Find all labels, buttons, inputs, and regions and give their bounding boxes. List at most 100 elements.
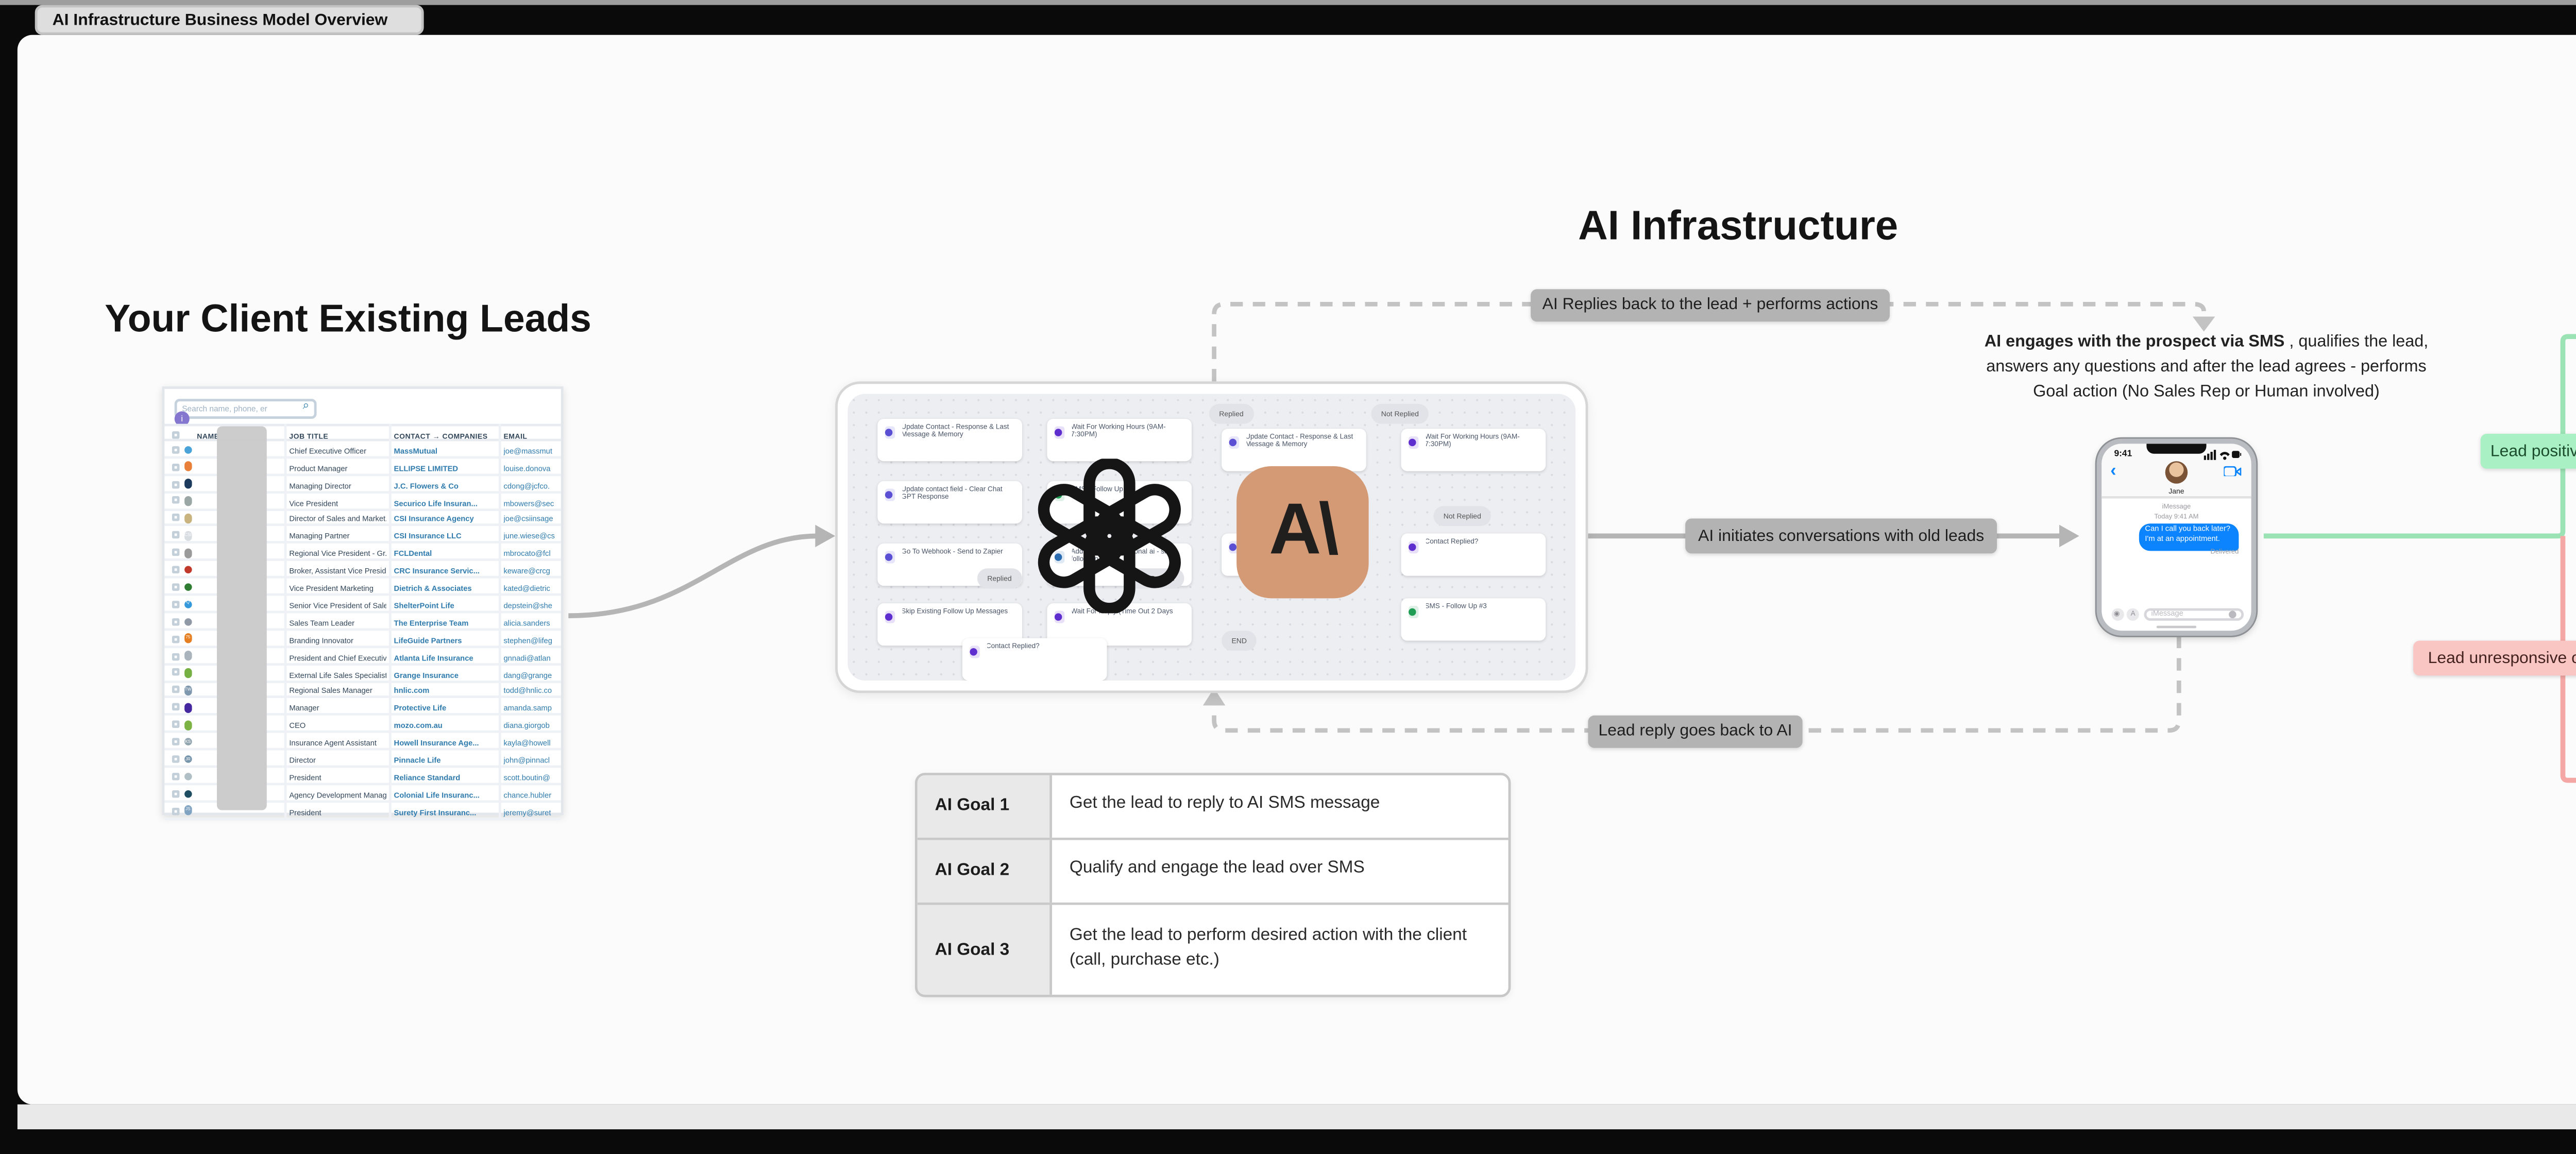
email-cell[interactable]: scott.boutin@ (503, 773, 550, 783)
email-cell[interactable]: cdong@jcfco. (503, 480, 550, 490)
company-cell[interactable]: hnlic.com (394, 687, 430, 697)
crm-row[interactable]: Agency Development Manag...Colonial Life… (164, 785, 561, 803)
email-cell[interactable]: amanda.samp (503, 704, 552, 714)
row-checkbox[interactable] (171, 652, 179, 660)
crm-row[interactable]: Broker, Assistant Vice Presid...CRC Insu… (164, 562, 561, 579)
back-chevron-icon[interactable]: ‹ (2110, 464, 2116, 481)
email-cell[interactable]: joe@csiinsage (503, 515, 553, 525)
email-cell[interactable]: gnnadi@atlan (503, 652, 551, 663)
company-cell[interactable]: Dietrich & Associates (394, 583, 472, 594)
search-icon[interactable]: ⌕ (302, 400, 310, 413)
email-cell[interactable]: mbowers@sec (503, 497, 554, 508)
email-cell[interactable]: mbrocato@fcl (503, 549, 551, 559)
row-checkbox[interactable] (171, 755, 179, 763)
row-checkbox[interactable] (171, 686, 179, 694)
email-cell[interactable]: june.wiese@cs (503, 532, 555, 542)
company-cell[interactable]: Colonial Life Insuranc... (394, 790, 480, 800)
row-checkbox[interactable] (171, 807, 179, 814)
row-checkbox[interactable] (171, 738, 179, 746)
label-lead-unresponsive[interactable]: Lead unresponsive or not interested (2413, 640, 2576, 676)
email-cell[interactable]: alicia.sanders (503, 618, 550, 628)
row-checkbox[interactable] (171, 514, 179, 522)
company-cell[interactable]: CSI Insurance LLC (394, 532, 462, 542)
row-checkbox[interactable] (171, 704, 179, 711)
email-cell[interactable]: dang@grange (503, 669, 552, 680)
company-cell[interactable]: Atlanta Life Insurance (394, 652, 473, 663)
row-checkbox[interactable] (171, 618, 179, 625)
company-cell[interactable]: Reliance Standard (394, 773, 461, 783)
row-checkbox[interactable] (171, 480, 179, 488)
company-cell[interactable]: Securico Life Insuran... (394, 497, 478, 508)
email-cell[interactable]: john@pinnacl (503, 755, 550, 766)
email-cell[interactable]: kayla@howell (503, 738, 551, 749)
video-call-icon[interactable] (2224, 466, 2242, 478)
appstore-icon[interactable]: A (2126, 607, 2140, 620)
company-cell[interactable]: ShelterPoint Life (394, 601, 454, 611)
email-cell[interactable]: stephen@lifeg (503, 635, 552, 646)
email-cell[interactable]: todd@hnlic.co (503, 687, 552, 697)
select-all-checkbox[interactable] (171, 431, 179, 438)
company-cell[interactable]: LifeGuide Partners (394, 635, 462, 646)
label-lead-positive[interactable]: Lead positive replies (2480, 433, 2576, 469)
email-cell[interactable]: chance.hubler (503, 790, 552, 800)
col-name[interactable]: NAME (197, 431, 219, 441)
company-cell[interactable]: Pinnacle Life (394, 755, 441, 766)
row-checkbox[interactable] (171, 669, 179, 677)
contact-name[interactable]: Jane (2168, 485, 2184, 496)
row-checkbox[interactable] (171, 497, 179, 505)
label-ai-initiates[interactable]: AI initiates conversations with old lead… (1685, 518, 1997, 554)
row-checkbox[interactable] (171, 600, 179, 608)
company-cell[interactable]: FCLDental (394, 549, 432, 559)
email-cell[interactable]: louise.donova (503, 463, 551, 473)
window-title-tab[interactable]: AI Infrastructure Business Model Overvie… (35, 5, 424, 35)
row-checkbox[interactable] (171, 566, 179, 574)
company-cell[interactable]: CRC Insurance Servic... (394, 566, 480, 576)
company-cell[interactable]: Protective Life (394, 704, 447, 714)
message-input[interactable]: iMessage (2143, 607, 2243, 621)
company-cell[interactable]: ELLIPSE LIMITED (394, 463, 459, 473)
row-checkbox[interactable] (171, 721, 179, 728)
company-cell[interactable]: mozo.com.au (394, 721, 443, 732)
row-checkbox[interactable] (171, 583, 179, 591)
email-cell[interactable]: jeremy@suret (503, 807, 551, 818)
camera-icon[interactable]: ◉ (2110, 607, 2124, 620)
email-cell[interactable]: joe@massmut (503, 446, 552, 456)
label-lead-reply-back[interactable]: Lead reply goes back to AI (1588, 714, 1803, 747)
company-cell[interactable]: The Enterprise Team (394, 618, 469, 628)
company-cell[interactable]: MassMutual (394, 446, 438, 456)
voice-memo-icon[interactable] (2228, 609, 2238, 618)
email-cell[interactable]: depstein@she (503, 601, 552, 611)
company-cell[interactable]: Howell Insurance Age... (394, 738, 479, 749)
row-checkbox[interactable] (171, 772, 179, 780)
email-cell[interactable]: kated@dietric (503, 583, 550, 594)
label-ai-replies[interactable]: AI Replies back to the lead + performs a… (1531, 287, 1890, 320)
company-cell[interactable]: CSI Insurance Agency (394, 515, 474, 525)
company-cell[interactable]: Surety First Insuranc... (394, 807, 477, 818)
row-checkbox[interactable] (171, 463, 179, 471)
company-cell[interactable]: Grange Insurance (394, 669, 459, 680)
email-cell[interactable]: keware@crcg (503, 566, 550, 576)
crm-row[interactable]: Regional Vice President - Gr...FCLDental… (164, 545, 561, 562)
row-checkbox[interactable] (171, 446, 179, 453)
row-checkbox[interactable] (171, 635, 179, 642)
email-cell[interactable]: diana.giorgob (503, 721, 550, 732)
ai-infrastructure-box[interactable]: Update Contact - Response & Last Message… (835, 381, 1588, 693)
crm-search-input[interactable]: Search name, phone, er ⌕ (174, 397, 317, 419)
col-companies[interactable]: CONTACT → COMPANIES (394, 431, 488, 441)
